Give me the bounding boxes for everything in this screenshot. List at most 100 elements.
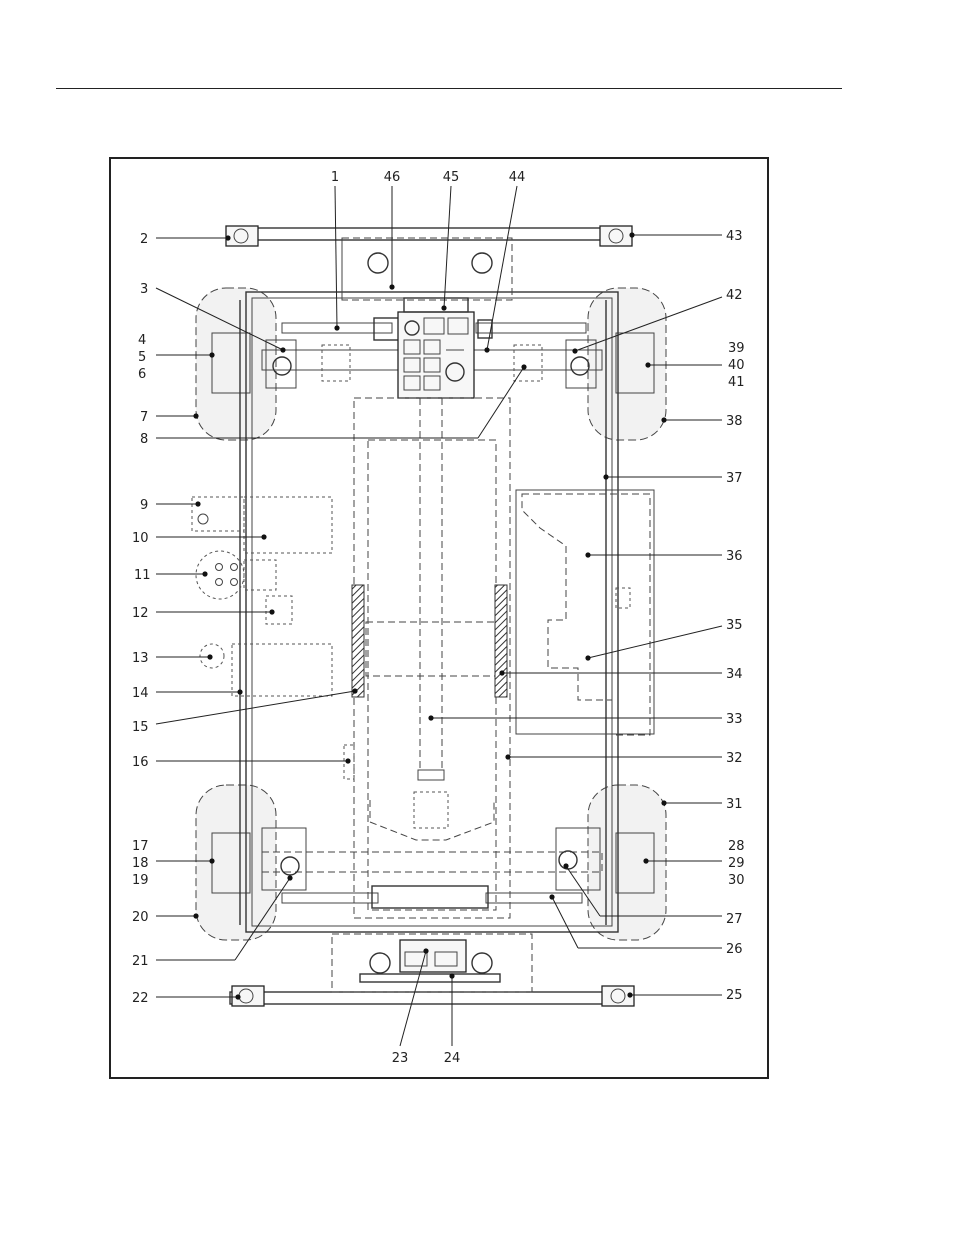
callout-13: 13	[132, 651, 149, 666]
hydraulic-manifold	[522, 494, 650, 735]
callout-38: 38	[726, 414, 743, 429]
dot-23	[423, 948, 428, 953]
callout-32: 32	[726, 751, 743, 766]
dot-14	[237, 689, 242, 694]
battery-charger	[244, 560, 276, 590]
callout-26: 26	[726, 942, 743, 957]
callout-45: 45	[443, 170, 460, 185]
dot-46	[389, 284, 394, 289]
front-right-headlight	[472, 253, 492, 273]
dot-22	[235, 994, 240, 999]
callout-42: 42	[726, 288, 743, 303]
callout-11: 11	[134, 568, 151, 583]
dot-9	[195, 501, 200, 506]
dot-26	[549, 894, 554, 899]
battery-terminal-2	[231, 564, 238, 571]
callout-46: 46	[384, 170, 401, 185]
dot-32	[505, 754, 510, 759]
front-left-tire	[196, 288, 276, 440]
dot-38	[661, 417, 666, 422]
callout-37: 37	[726, 471, 743, 486]
dot-8	[521, 364, 526, 369]
dot-44	[484, 347, 489, 352]
left-module-box	[192, 497, 244, 531]
callout-33: 33	[726, 712, 743, 727]
leader-1	[335, 186, 337, 328]
callout-9: 9	[140, 498, 148, 513]
front-housing	[342, 238, 512, 300]
scissor-outline	[354, 398, 510, 918]
dot-33	[428, 715, 433, 720]
dot-37	[603, 474, 608, 479]
dot-31	[661, 800, 666, 805]
dot-2	[225, 235, 230, 240]
callout-19: 19	[132, 873, 149, 888]
callout-21: 21	[132, 954, 149, 969]
callout-41: 41	[728, 375, 745, 390]
rear-bumper-bar	[360, 974, 500, 982]
callout-1: 1	[331, 170, 339, 185]
callout-25: 25	[726, 988, 743, 1003]
dot-20	[193, 913, 198, 918]
lift-pivot	[414, 792, 448, 828]
lift-structure	[352, 398, 510, 918]
dot-24	[449, 973, 454, 978]
wear-pad-left	[352, 585, 364, 697]
lift-base-outline	[370, 800, 494, 840]
scissor-inner	[368, 440, 496, 910]
right-components	[516, 490, 654, 735]
dot-1	[334, 325, 339, 330]
dot-42	[572, 348, 577, 353]
dot-35	[585, 655, 590, 660]
cylinder-base	[418, 770, 444, 780]
callout-23: 23	[392, 1051, 409, 1066]
steering-cylinder	[374, 318, 400, 340]
callout-40: 40	[728, 358, 745, 373]
left-components	[192, 497, 354, 779]
callout-15: 15	[132, 720, 149, 735]
callout-35: 35	[726, 618, 743, 633]
dot-10	[261, 534, 266, 539]
callout-20: 20	[132, 910, 149, 925]
dot-15	[352, 688, 357, 693]
dot-13	[207, 654, 212, 659]
dot-29	[643, 858, 648, 863]
callout-7: 7	[140, 410, 148, 425]
rear-steer-cylinder	[372, 886, 488, 908]
cross-brace	[366, 622, 500, 676]
callout-18: 18	[132, 856, 149, 871]
power-module	[232, 644, 332, 696]
dot-11	[202, 571, 207, 576]
front-left-headlight	[368, 253, 388, 273]
battery-terminal-4	[231, 579, 238, 586]
rear-right-taillight	[472, 953, 492, 973]
callout-5: 5	[138, 350, 146, 365]
callout-27: 27	[726, 912, 743, 927]
dot-36	[585, 552, 590, 557]
callout-22: 22	[132, 991, 149, 1006]
callout-39: 39	[728, 341, 745, 356]
callout-14: 14	[132, 686, 149, 701]
dot-16	[345, 758, 350, 763]
front-right-kingpin	[571, 357, 589, 375]
callout-30: 30	[728, 873, 745, 888]
rear-bumper	[230, 992, 630, 1004]
right-module-frame	[516, 490, 654, 734]
callout-31: 31	[726, 797, 743, 812]
dot-18	[209, 858, 214, 863]
battery-terminal-3	[216, 579, 223, 586]
dot-45	[441, 305, 446, 310]
callout-6: 6	[138, 367, 146, 382]
dot-25	[627, 992, 632, 997]
leader-26a	[552, 897, 578, 948]
rear-tie-rod-left	[282, 893, 378, 903]
callout-34: 34	[726, 667, 743, 682]
callout-24: 24	[444, 1051, 461, 1066]
rear-panel-box	[400, 940, 466, 972]
callout-3: 3	[140, 282, 148, 297]
dot-3	[280, 347, 285, 352]
relay-box	[266, 596, 292, 624]
dot-27	[563, 863, 568, 868]
dot-21	[287, 875, 292, 880]
